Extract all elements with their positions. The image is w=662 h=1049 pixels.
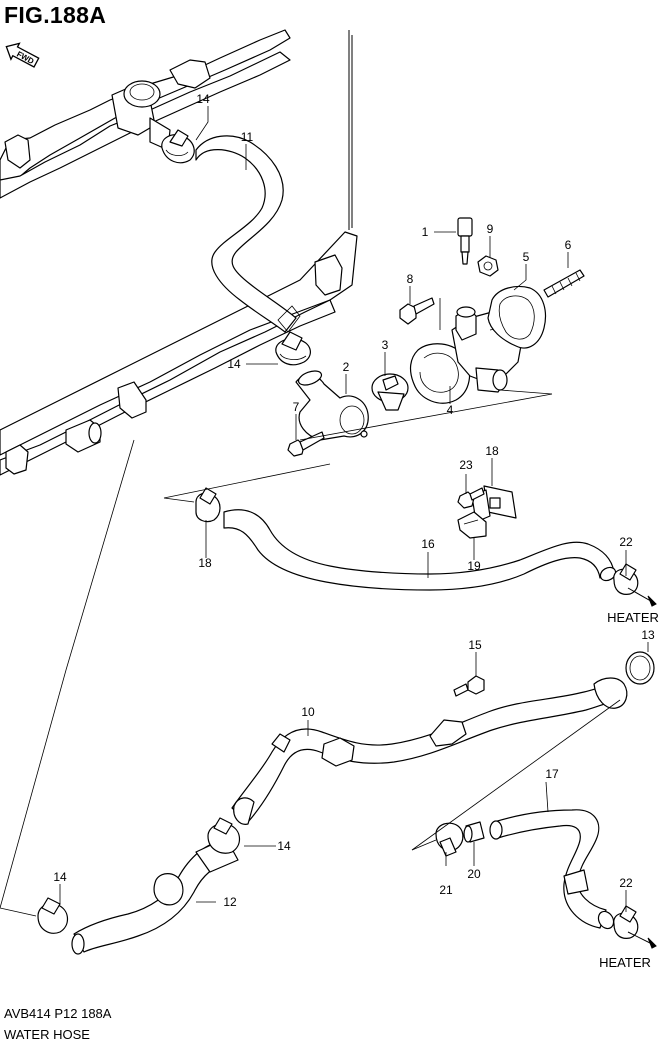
- hose-clamp-14-lower: [207, 817, 241, 854]
- water-pipe-10: [231, 677, 628, 825]
- callout-2: 2: [343, 360, 350, 374]
- hose-clamp-21: [435, 822, 464, 857]
- callout-18-bracket: 18: [485, 444, 499, 458]
- callout-9: 9: [487, 222, 494, 236]
- callout-14-upper: 14: [196, 92, 210, 106]
- callout-22-lower: 22: [619, 876, 633, 890]
- callout-14-lower: 14: [277, 839, 291, 853]
- thermostat-cap: [295, 370, 369, 441]
- callout-16: 16: [421, 537, 435, 551]
- bolt-8: [399, 297, 435, 325]
- heater-hose-17: [489, 809, 615, 930]
- callout-1: 1: [422, 225, 429, 239]
- thermostat: [371, 373, 409, 411]
- callout-8: 8: [407, 272, 414, 286]
- callout-21: 21: [439, 883, 453, 897]
- heater-label-upper: HEATER: [607, 610, 659, 625]
- callout-23: 23: [459, 458, 473, 472]
- callout-22-upper: 22: [619, 535, 633, 549]
- callout-5: 5: [523, 250, 530, 264]
- callout-3: 3: [382, 338, 389, 352]
- hose-clamp-14-upper: [161, 129, 195, 164]
- radiator-lower-outlet: [65, 419, 102, 453]
- callout-13: 13: [641, 628, 655, 642]
- callout-10: 10: [301, 705, 315, 719]
- callout-19: 19: [467, 559, 481, 573]
- callout-6: 6: [565, 238, 572, 252]
- callout-14-middle: 14: [227, 357, 241, 371]
- callout-labels: 14 11 14 2 7 3 4 1 9 8 5 6 18 23 16 19 1…: [53, 92, 655, 909]
- stud-bolt-6: [543, 269, 585, 298]
- callout-7: 7: [293, 400, 300, 414]
- callout-4: 4: [447, 403, 454, 417]
- heater-label-lower: HEATER: [599, 955, 651, 970]
- fwd-arrow-icon: FWD: [5, 42, 40, 68]
- hose-clamp-22-upper: [613, 563, 639, 595]
- figure-name: WATER HOSE: [4, 1027, 90, 1042]
- gasket-4: [409, 343, 471, 404]
- upper-radiator-hose: [195, 135, 301, 333]
- hose-clamp-14-bottom: [37, 897, 69, 934]
- heater-hose-16: [223, 509, 617, 591]
- callout-17: 17: [545, 767, 559, 781]
- callout-14-bottom: 14: [53, 870, 67, 884]
- bolt-7: [287, 431, 325, 457]
- hose-clamp-18: [195, 487, 221, 523]
- callout-11: 11: [241, 130, 254, 144]
- figure-title: FIG.188A: [4, 2, 107, 28]
- leader-lines: [0, 106, 649, 917]
- callout-15: 15: [468, 638, 482, 652]
- callout-12: 12: [223, 895, 237, 909]
- callout-18-clamp: 18: [198, 556, 212, 570]
- radiator-assembly: [0, 29, 358, 476]
- bolt-23: [457, 487, 485, 509]
- hose-clamp-22-lower: [613, 905, 639, 939]
- joint-pipe-20: [463, 821, 485, 843]
- figure-code: AVB414 P12 188A: [4, 1006, 112, 1021]
- lower-radiator-hose: [71, 837, 239, 955]
- o-ring-13: [625, 651, 655, 685]
- temperature-sensor: [457, 217, 473, 265]
- bolt-15: [453, 675, 485, 697]
- callout-20: 20: [467, 867, 481, 881]
- clip-19: [457, 511, 487, 539]
- hose-clamp-14-middle: [275, 331, 311, 366]
- nut-9: [477, 255, 499, 277]
